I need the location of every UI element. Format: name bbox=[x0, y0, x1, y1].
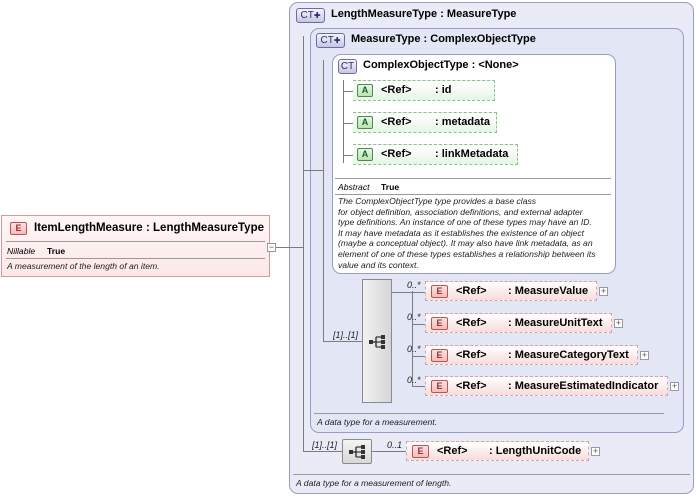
root-element-name: ItemLengthMeasure bbox=[34, 222, 143, 234]
attribute-badge: A bbox=[357, 84, 373, 97]
connector bbox=[303, 170, 323, 171]
expand-button[interactable]: + bbox=[591, 446, 600, 456]
doc-line: The ComplexObjectType type provides a ba… bbox=[338, 196, 537, 206]
element-badge: E bbox=[412, 445, 429, 458]
element-measure-estimated-indicator[interactable]: E <Ref> : MeasureEstimatedIndicator bbox=[425, 376, 668, 396]
connector bbox=[323, 60, 324, 342]
complex-type-badge: CT bbox=[338, 59, 357, 74]
attribute-id[interactable]: A <Ref> : id bbox=[353, 80, 495, 101]
element-occurrence: 0..* bbox=[407, 280, 421, 290]
doc-line: type definitions. An instance of one of … bbox=[338, 217, 592, 228]
connector bbox=[323, 341, 362, 342]
measure-type-documentation: A data type for a measurement. bbox=[317, 417, 438, 427]
element-measure-category-text[interactable]: E <Ref> : MeasureCategoryText bbox=[425, 345, 638, 365]
measure-type-title: MeasureType : ComplexObjectType bbox=[351, 33, 536, 45]
element-occurrence: 0..* bbox=[407, 344, 421, 354]
element-name: : MeasureUnitText bbox=[508, 317, 603, 329]
complex-object-type-documentation: The ComplexObjectType type provides a ba… bbox=[338, 196, 614, 270]
element-badge: E bbox=[431, 349, 448, 362]
element-badge: E bbox=[431, 317, 448, 330]
collapse-button[interactable]: − bbox=[267, 242, 276, 252]
attribute-badge: A bbox=[357, 116, 373, 129]
connector bbox=[392, 292, 425, 293]
abstract-value: True bbox=[381, 182, 400, 192]
complex-type-badge: CT✚ bbox=[296, 8, 325, 23]
connector bbox=[343, 91, 353, 92]
sequence-compositor[interactable] bbox=[342, 439, 372, 464]
element-name: : LengthUnitCode bbox=[489, 445, 582, 457]
expand-button[interactable]: + bbox=[640, 350, 649, 360]
divider bbox=[6, 258, 265, 259]
element-length-unit-code[interactable]: E <Ref> : LengthUnitCode bbox=[406, 441, 589, 461]
attribute-name: : linkMetadata bbox=[435, 148, 509, 160]
divider bbox=[6, 241, 265, 242]
expand-button[interactable]: + bbox=[614, 318, 623, 328]
sequence-occurrence: [1]..[1] bbox=[312, 440, 338, 450]
expand-button[interactable]: + bbox=[599, 286, 608, 296]
sequence-occurrence: [1]..[1] bbox=[333, 330, 359, 340]
attribute-metadata[interactable]: A <Ref> : metadata bbox=[353, 112, 497, 133]
attribute-badge: A bbox=[357, 148, 373, 161]
connector bbox=[412, 291, 413, 386]
divider bbox=[335, 178, 611, 179]
element-ref: <Ref> bbox=[456, 380, 487, 392]
attribute-link-metadata[interactable]: A <Ref> : linkMetadata bbox=[353, 144, 518, 165]
element-name: : MeasureValue bbox=[508, 285, 589, 297]
element-occurrence: 0..* bbox=[407, 312, 421, 322]
element-measure-value[interactable]: E <Ref> : MeasureValue bbox=[425, 281, 597, 301]
element-ref: <Ref> bbox=[437, 445, 468, 457]
connector bbox=[412, 386, 425, 387]
connector bbox=[372, 451, 406, 452]
element-measure-unit-text[interactable]: E <Ref> : MeasureUnitText bbox=[425, 313, 612, 333]
doc-line: It may have metadata as it establishes t… bbox=[338, 227, 585, 238]
element-badge: E bbox=[431, 380, 448, 393]
doc-line: for object definition, association defin… bbox=[338, 206, 583, 217]
root-element-documentation: A measurement of the length of an item. bbox=[7, 261, 160, 271]
doc-line: value and its context. bbox=[338, 259, 419, 270]
connector bbox=[343, 123, 353, 124]
doc-line: (maybe a conceptual object). It may also… bbox=[338, 238, 593, 249]
sequence-icon bbox=[369, 335, 385, 349]
connector bbox=[303, 451, 342, 452]
connector bbox=[412, 356, 425, 357]
attribute-name: : id bbox=[435, 84, 452, 96]
connector bbox=[343, 80, 344, 163]
connector bbox=[289, 247, 303, 248]
attribute-ref: <Ref> bbox=[381, 148, 412, 160]
divider bbox=[314, 413, 664, 414]
divider bbox=[293, 474, 690, 475]
root-element-box[interactable]: E ItemLengthMeasure : LengthMeasureType … bbox=[1, 215, 270, 277]
element-name: : MeasureEstimatedIndicator bbox=[508, 380, 659, 392]
complex-type-badge: CT✚ bbox=[316, 33, 345, 48]
element-ref: <Ref> bbox=[456, 349, 487, 361]
element-ref: <Ref> bbox=[456, 285, 487, 297]
element-occurrence: 0..* bbox=[407, 375, 421, 385]
length-measure-type-documentation: A data type for a measurement of length. bbox=[296, 478, 452, 488]
connector bbox=[303, 36, 304, 452]
doc-line: element of one of these types establishe… bbox=[338, 248, 596, 259]
sequence-compositor[interactable] bbox=[362, 279, 392, 403]
connector bbox=[412, 324, 425, 325]
nillable-value: True bbox=[47, 246, 66, 256]
element-ref: <Ref> bbox=[456, 317, 487, 329]
abstract-label: Abstract bbox=[338, 182, 370, 192]
element-occurrence: 0..1 bbox=[387, 440, 403, 450]
complex-object-type-title: ComplexObjectType : <None> bbox=[363, 59, 519, 71]
connector bbox=[343, 155, 353, 156]
element-name: : MeasureCategoryText bbox=[508, 349, 629, 361]
nillable-label: Nillable bbox=[7, 246, 36, 256]
element-badge: E bbox=[431, 285, 448, 298]
divider bbox=[335, 194, 611, 195]
attribute-name: : metadata bbox=[435, 116, 491, 128]
expand-button[interactable]: + bbox=[670, 381, 679, 391]
attribute-ref: <Ref> bbox=[381, 116, 412, 128]
connector bbox=[276, 247, 289, 248]
root-element-type: : LengthMeasureType bbox=[146, 222, 264, 234]
attribute-ref: <Ref> bbox=[381, 84, 412, 96]
element-badge: E bbox=[10, 222, 27, 235]
sequence-icon bbox=[349, 445, 365, 459]
length-measure-type-title: LengthMeasureType : MeasureType bbox=[331, 8, 517, 20]
